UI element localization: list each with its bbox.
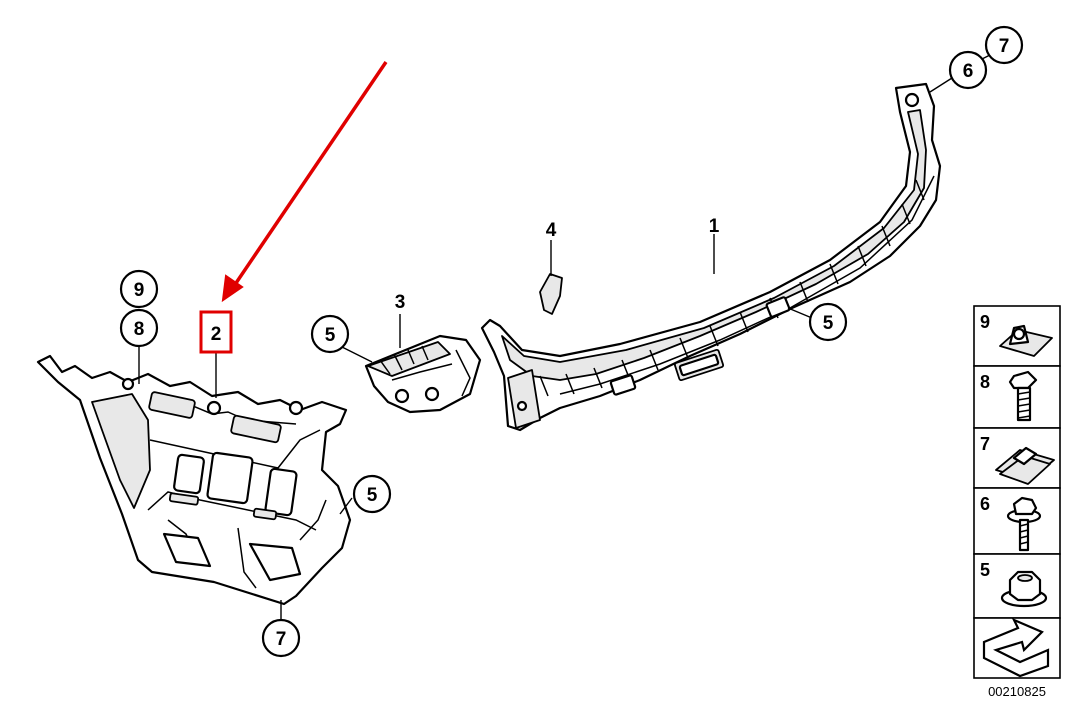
svg-text:5: 5 <box>980 560 990 580</box>
hex-nut-icon <box>1000 570 1048 608</box>
svg-text:6: 6 <box>963 61 974 82</box>
callout-7-bottom: 7 <box>261 618 301 658</box>
svg-text:2: 2 <box>211 324 222 345</box>
guide-part-3[interactable] <box>364 334 482 414</box>
bumper-bracket-left-part-2[interactable] <box>36 354 352 606</box>
callout-6: 6 <box>948 50 988 90</box>
cap-part-4[interactable] <box>539 273 563 315</box>
svg-text:7: 7 <box>999 36 1010 57</box>
diagram-id: 00210825 <box>988 684 1046 699</box>
direction-arrow-icon <box>982 617 1050 678</box>
svg-text:8: 8 <box>134 319 145 340</box>
hex-bolt-icon <box>1008 370 1038 422</box>
callout-2-highlighted: 2 <box>199 310 233 354</box>
callout-5-left: 5 <box>310 314 350 354</box>
svg-text:6: 6 <box>980 494 990 514</box>
speed-nut-icon <box>995 446 1055 485</box>
label-4: 4 <box>546 220 557 241</box>
svg-text:5: 5 <box>367 485 378 506</box>
svg-text:5: 5 <box>325 325 336 346</box>
svg-text:8: 8 <box>980 372 990 392</box>
svg-text:9: 9 <box>980 312 990 332</box>
fastener-legend: 9 8 7 6 5 <box>973 305 1061 699</box>
svg-text:7: 7 <box>980 434 990 454</box>
red-pointer-arrow-icon <box>221 61 388 303</box>
callout-5-mid: 5 <box>808 302 848 342</box>
callout-8: 8 <box>119 308 159 348</box>
label-1: 1 <box>709 216 720 237</box>
flange-screw-icon <box>1006 496 1042 552</box>
callout-9: 9 <box>119 269 159 309</box>
svg-text:4: 4 <box>546 220 557 241</box>
clip-nut-9-icon <box>999 324 1053 357</box>
svg-text:7: 7 <box>276 629 287 650</box>
svg-text:5: 5 <box>823 313 834 334</box>
label-3: 3 <box>395 292 406 313</box>
callout-5-right: 5 <box>352 474 392 514</box>
callout-7-top: 7 <box>984 25 1024 65</box>
leader-lines <box>138 54 991 620</box>
svg-text:3: 3 <box>395 292 406 313</box>
svg-text:1: 1 <box>709 216 720 237</box>
bumper-carrier-part-1[interactable] <box>480 82 942 432</box>
svg-text:9: 9 <box>134 280 145 301</box>
